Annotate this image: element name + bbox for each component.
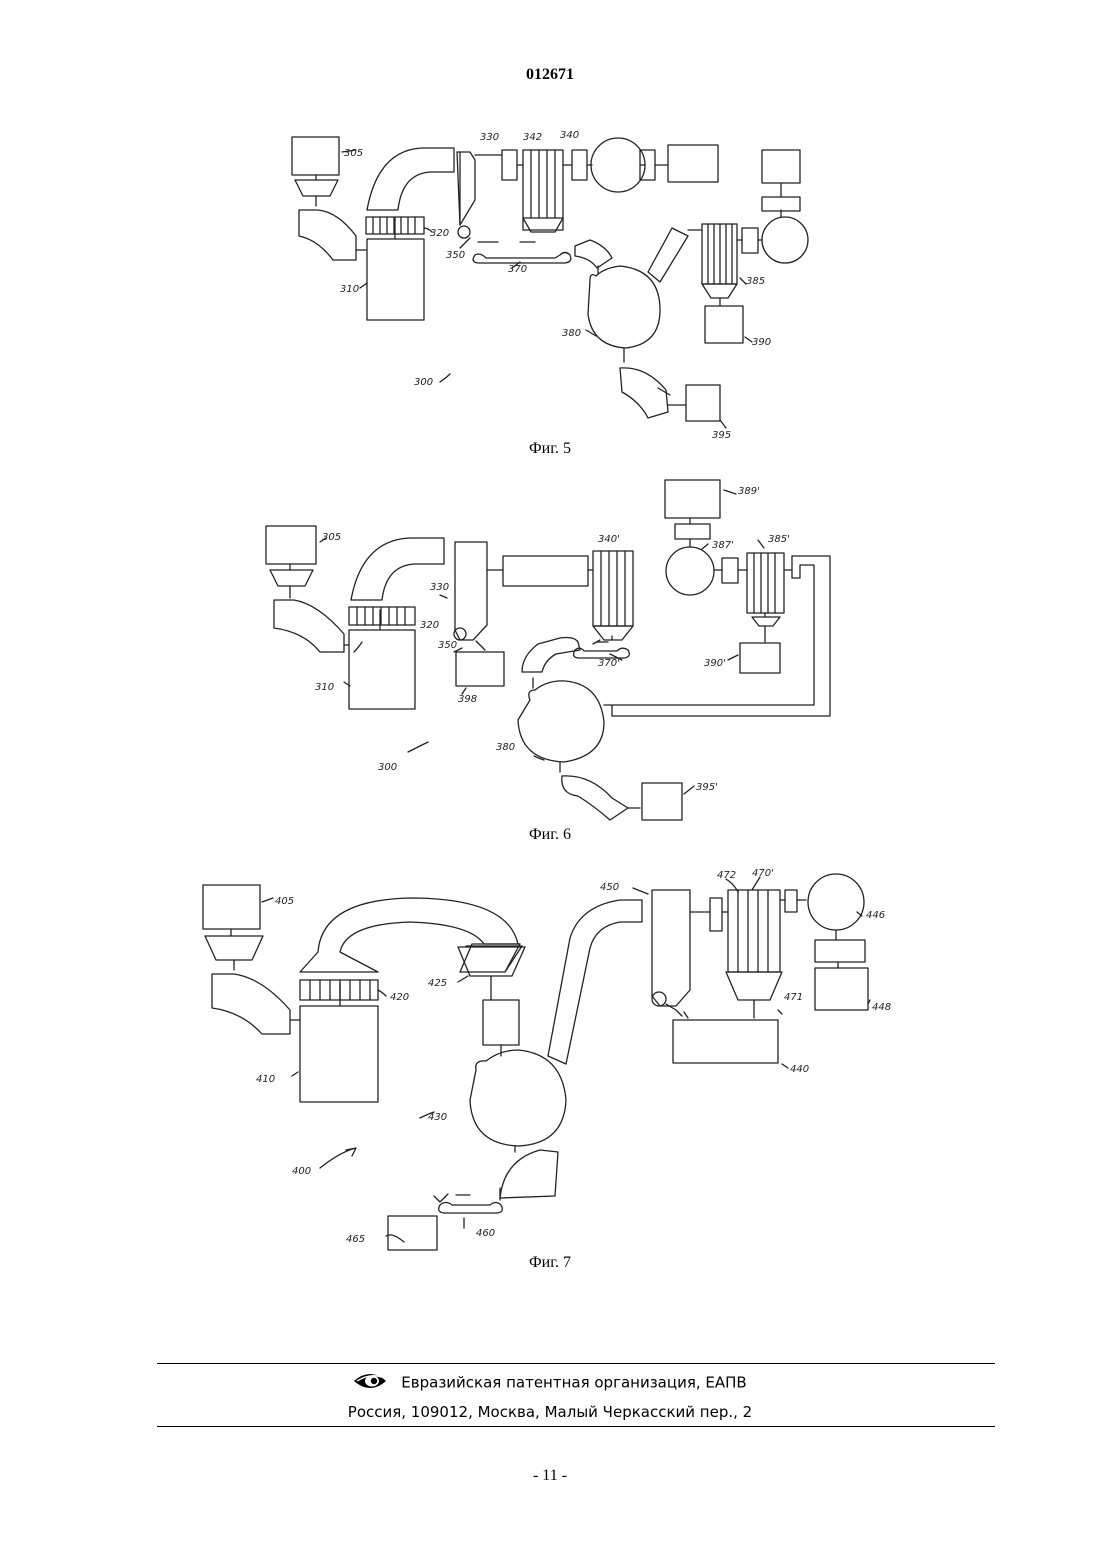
- label-340: 340': [598, 534, 620, 545]
- label-385: 385': [768, 534, 790, 545]
- label-450: 450: [600, 882, 619, 893]
- label-448: 448: [872, 1002, 891, 1013]
- label-305: 305: [344, 148, 363, 159]
- label-300: 300: [414, 377, 433, 388]
- label-300: 300: [378, 762, 397, 773]
- label-350: 350: [438, 640, 457, 651]
- label-472: 472: [717, 870, 736, 881]
- label-370: 370: [508, 264, 527, 275]
- label-390: 390': [704, 658, 726, 669]
- label-400: 400: [292, 1166, 311, 1177]
- footer-bottom-rule: [157, 1426, 995, 1427]
- label-430: 430: [428, 1112, 447, 1123]
- label-370: 370': [598, 658, 620, 669]
- label-350: 350: [446, 250, 465, 261]
- footer-top-rule: [157, 1363, 995, 1364]
- label-389: 389': [738, 486, 760, 497]
- eapo-eye-logo-icon: [353, 1371, 387, 1395]
- label-387: 387': [712, 540, 734, 551]
- figure-5-caption: Фиг. 5: [0, 440, 1100, 458]
- figure-7-diagram: 405 450 472 470' 446 425 420 471 448 440…: [0, 865, 1100, 1255]
- figure-7-caption: Фиг. 7: [0, 1254, 1100, 1272]
- label-398: 398: [458, 694, 477, 705]
- label-410: 410: [256, 1074, 275, 1085]
- footer-organization: Евразийская патентная организация, ЕАПВ: [0, 1371, 1100, 1395]
- label-310: 310: [315, 682, 334, 693]
- document-number: 012671: [0, 66, 1100, 84]
- label-440: 440: [790, 1064, 809, 1075]
- label-465: 465: [346, 1234, 365, 1245]
- page-number: - 11 -: [0, 1467, 1100, 1485]
- label-460: 460: [476, 1228, 495, 1239]
- figure-5-diagram: 305 330 342 340 320 350 370 310 385 390 …: [0, 120, 1100, 445]
- label-385: 385: [746, 276, 765, 287]
- label-390: 390: [752, 337, 771, 348]
- label-340: 340: [560, 130, 579, 141]
- label-330: 330: [430, 582, 449, 593]
- organization-name: Евразийская патентная организация, ЕАПВ: [401, 1374, 746, 1392]
- label-380: 380: [562, 328, 581, 339]
- label-380: 380: [496, 742, 515, 753]
- label-471: 471: [784, 992, 803, 1003]
- label-395: 395': [696, 782, 718, 793]
- label-320: 320: [420, 620, 439, 631]
- label-305: 305: [322, 532, 341, 543]
- label-420: 420: [390, 992, 409, 1003]
- figure-6-caption: Фиг. 6: [0, 826, 1100, 844]
- label-425: 425: [428, 978, 447, 989]
- label-470: 470': [752, 868, 774, 879]
- label-405: 405: [275, 896, 294, 907]
- footer-address: Россия, 109012, Москва, Малый Черкасский…: [0, 1403, 1100, 1421]
- label-320: 320: [430, 228, 449, 239]
- label-310: 310: [340, 284, 359, 295]
- figure-6-diagram: 305 330 340' 389' 387' 385' 320 350 370'…: [0, 475, 1100, 825]
- label-330: 330: [480, 132, 499, 143]
- label-342: 342: [523, 132, 542, 143]
- label-446: 446: [866, 910, 885, 921]
